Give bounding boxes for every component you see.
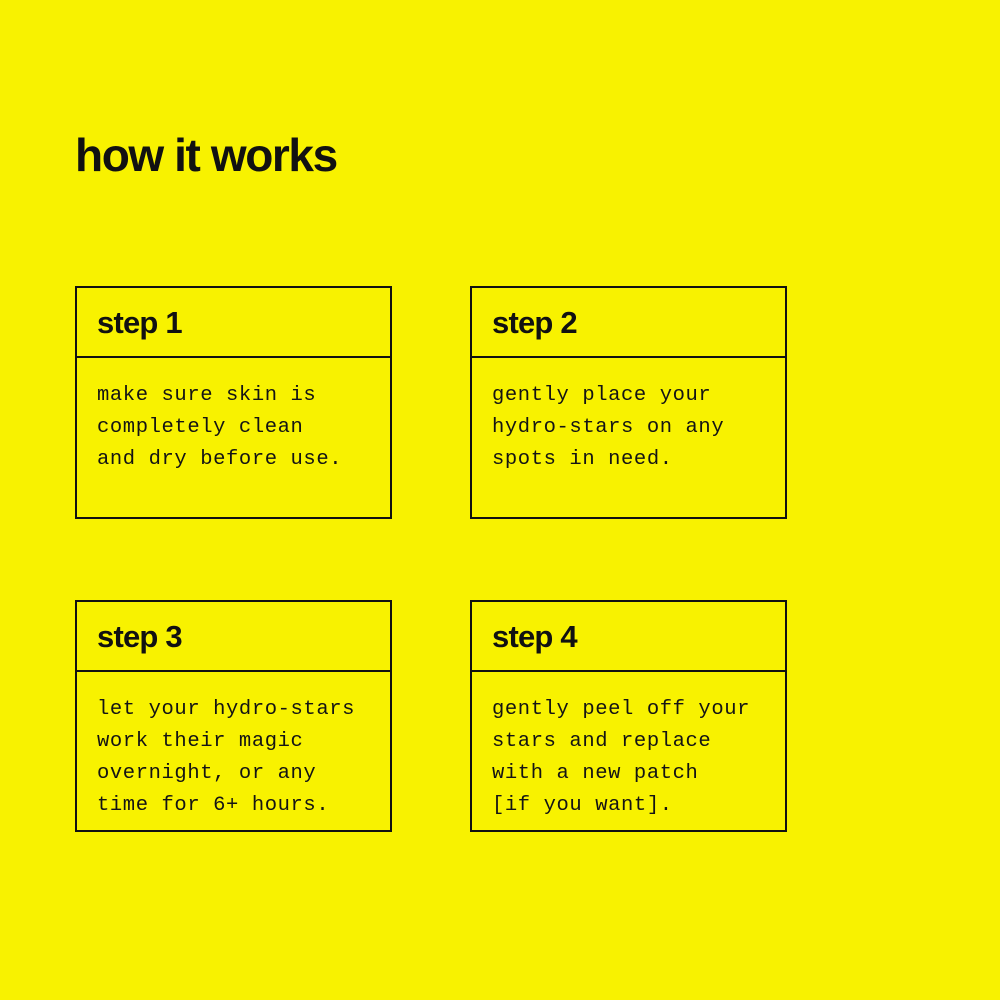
step-card-4-line: stars and replace — [492, 730, 712, 753]
step-card-3-line: let your hydro-stars — [97, 698, 356, 721]
step-card-1-label: step 1 — [97, 304, 183, 340]
step-card-2-line: spots in need. — [492, 448, 673, 471]
step-card-2-header: step 2 — [472, 288, 785, 358]
step-card-1-line: and dry before use. — [97, 448, 343, 471]
step-card-3-line: work their magic — [97, 730, 304, 753]
step-card-3: step 3 let your hydro-stars work their m… — [75, 600, 392, 832]
step-card-2-body: gently place your hydro-stars on any spo… — [472, 358, 785, 476]
step-card-4-body: gently peel off your stars and replace w… — [472, 672, 785, 822]
step-card-4-header: step 4 — [472, 602, 785, 672]
step-card-2-line: hydro-stars on any — [492, 416, 725, 439]
step-card-4-line: gently peel off your — [492, 698, 751, 721]
step-card-3-label: step 3 — [97, 618, 183, 654]
step-card-1-header: step 1 — [77, 288, 390, 358]
step-card-2: step 2 gently place your hydro-stars on … — [470, 286, 787, 519]
page-title: how it works — [75, 128, 338, 181]
step-card-3-body: let your hydro-stars work their magic ov… — [77, 672, 390, 822]
step-card-1-body: make sure skin is completely clean and d… — [77, 358, 390, 476]
step-card-3-line: overnight, or any — [97, 762, 317, 785]
step-card-1-line: completely clean — [97, 416, 304, 439]
step-card-4-label: step 4 — [492, 618, 578, 654]
step-card-2-line: gently place your — [492, 384, 712, 407]
step-card-1: step 1 make sure skin is completely clea… — [75, 286, 392, 519]
step-card-1-line: make sure skin is — [97, 384, 317, 407]
step-card-3-line: time for 6+ hours. — [97, 794, 330, 817]
step-card-2-label: step 2 — [492, 304, 578, 340]
step-card-3-header: step 3 — [77, 602, 390, 672]
step-card-4: step 4 gently peel off your stars and re… — [470, 600, 787, 832]
step-card-4-line: [if you want]. — [492, 794, 673, 817]
step-card-4-line: with a new patch — [492, 762, 699, 785]
